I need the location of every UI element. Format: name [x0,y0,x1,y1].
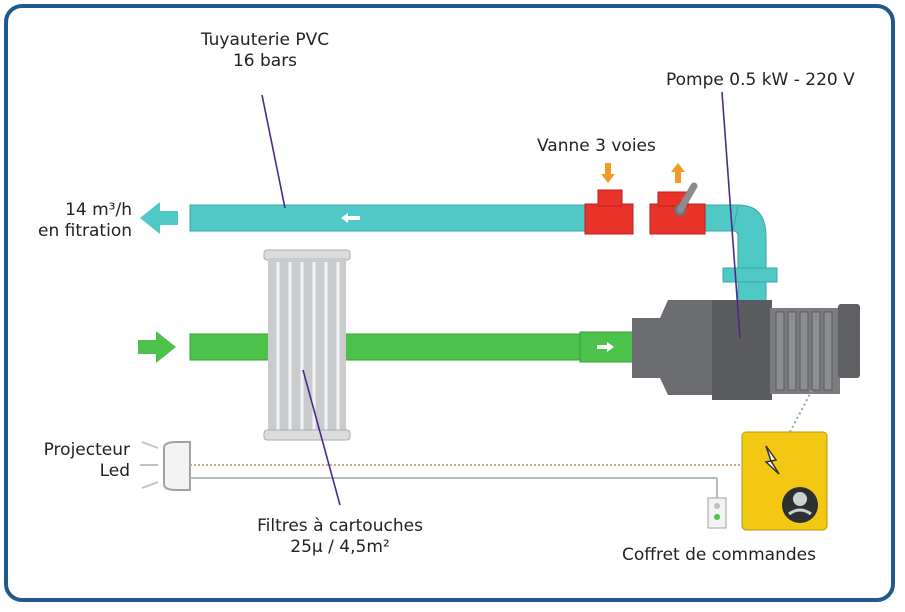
led-projector [140,441,191,491]
return-pipe [189,204,778,303]
flow-label-line1: 14 m³/h [65,200,132,220]
wall-switch [707,497,727,529]
pipe-label: Tuyauterie PVC 16 bars [170,30,360,72]
flow-label-line2: en fitration [38,221,132,241]
pipe-label-line2: 16 bars [232,51,298,71]
leader-lines [261,91,741,506]
control-box-label: Coffret de commandes [622,545,816,565]
valve-arrow-down [601,163,615,183]
outflow-arrow [140,202,178,234]
pipe-label-line1: Tuyauterie PVC [200,30,330,50]
valve-label: Vanne 3 voies [537,136,656,156]
valve-arrow-up [671,163,685,183]
electrical-wiring [190,389,813,498]
cartridge-filter [263,249,351,441]
projector-label-line1: Projecteur [43,440,130,460]
filter-label-line1: Filtres à cartouches [257,516,423,536]
pump-label: Pompe 0.5 kW - 220 V [666,70,855,90]
flow-label: 14 m³/h en fitration [20,200,132,242]
control-box [741,431,828,531]
intake-pipe [189,331,651,363]
inflow-arrow [138,331,176,363]
three-way-valve [584,182,706,235]
projector-label-line2: Led [99,461,130,481]
filter-label: Filtres à cartouches 25µ / 4,5m² [228,516,452,558]
pump [632,300,860,400]
projector-label: Projecteur Led [20,440,130,482]
filter-label-line2: 25µ / 4,5m² [290,537,390,557]
